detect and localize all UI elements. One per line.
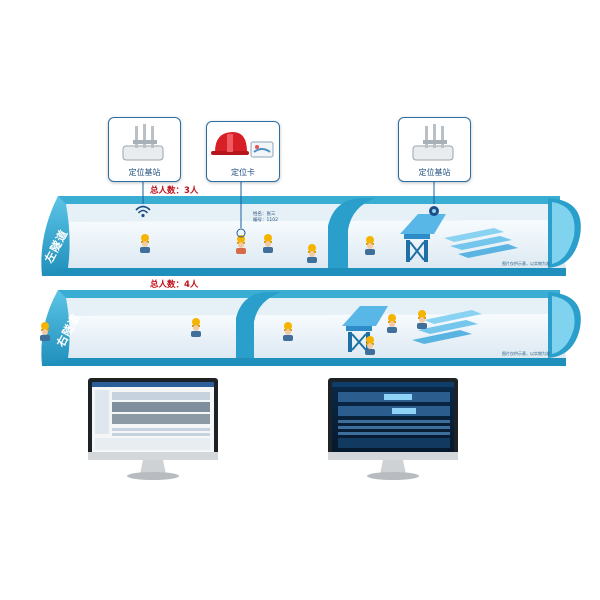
tunnel-left-end-cap-inner [552,202,575,264]
callout-base-station-left: 定位基站 [108,117,181,182]
right-tunnel-count: 总人数：4人 [150,280,199,290]
callout-caption: 定位基站 [418,168,451,177]
monitor-left [88,378,218,480]
workers [40,228,427,355]
tunnel-right-arch [236,292,282,358]
tunnel-left-gantry [400,214,446,262]
tunnel-right-end-cap-inner [552,296,575,354]
tunnel-left-floor [48,220,566,268]
worker-icon [191,318,201,337]
worker-icon [307,244,317,263]
helmet-icon [211,132,274,158]
monitor-right [328,378,458,480]
tunnel-left-arch [328,198,376,268]
signal-markers [135,180,439,228]
callout-locator-card: 定位卡 [206,121,280,182]
worker-icon [140,234,150,253]
tunnel-right-segments [412,310,482,344]
tunnel-right-base [42,358,566,366]
worker-icon [387,314,397,333]
worker-tag-line2: 编号：1102 [253,218,278,223]
tagged-worker-icon [236,228,246,254]
callout-base-station-right: 定位基站 [398,117,471,182]
worker-icon [263,234,273,253]
tunnel-right [41,290,581,366]
left-tunnel-count: 总人数：3人 [150,186,199,196]
tunnel-left-base [42,268,566,276]
tunnel-left-back-wall [58,204,560,222]
tunnel-right-open-end [41,290,70,366]
antenna-icon [412,124,454,161]
tunnel-left [41,196,581,276]
worker-icon [283,322,293,341]
antenna-icon [122,124,164,161]
wifi-signal-icon [135,205,151,218]
callout-caption: 定位卡 [231,168,255,177]
worker-icon [365,336,375,355]
tunnel-right-back-wall [58,298,560,316]
footnote-right-tunnel: 图片仅供示意，以实物为准 [502,351,550,356]
wifi-signal-icon [429,206,439,216]
tunnel-left-open-end [41,196,70,276]
tunnel-right-floor [48,314,566,358]
tunnel-right-rim [58,290,560,298]
callout-caption: 定位基站 [128,168,161,177]
worker-info-tag: 姓名：张三 编号：1102 [253,212,278,224]
worker-icon [40,322,50,341]
locator-card-icon [250,141,274,158]
worker-icon [365,236,375,255]
tunnel-left-rim [58,196,560,204]
worker-icon [417,310,427,329]
footnote-left-tunnel: 图片仅供示意，以实物为准 [502,261,550,266]
worker-tag-line1: 姓名：张三 [253,212,276,217]
tunnel-left-segments [444,228,518,258]
